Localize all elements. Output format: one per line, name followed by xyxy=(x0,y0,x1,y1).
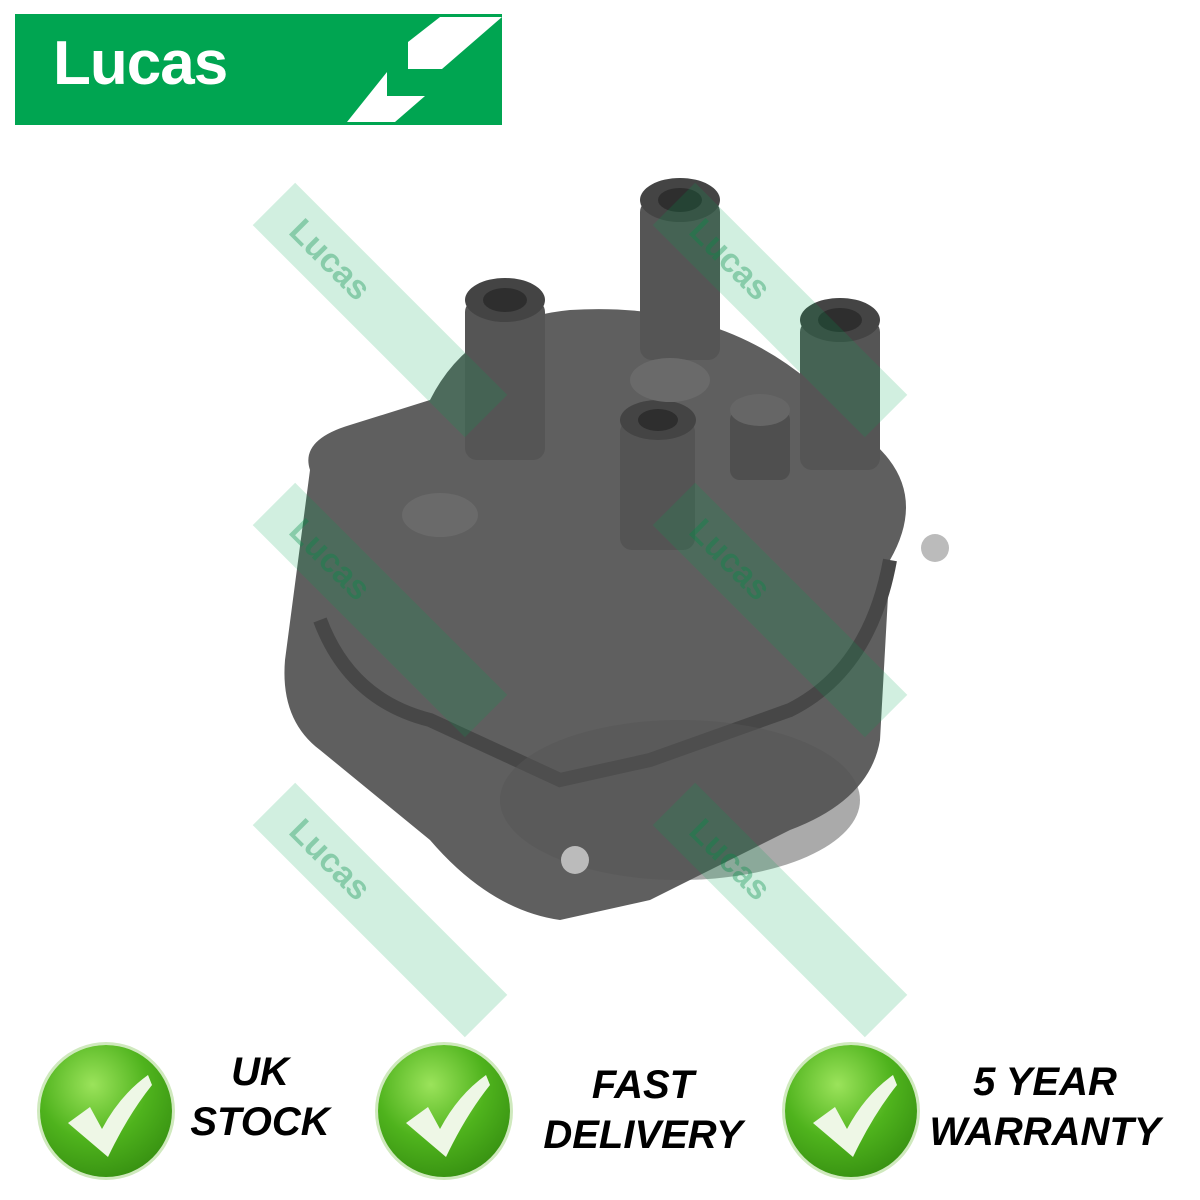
check-circle-icon xyxy=(785,1045,917,1177)
check-circle-icon xyxy=(378,1045,510,1177)
badge-line2: DELIVERY xyxy=(543,1113,743,1157)
badge-line1: 5 YEAR xyxy=(973,1060,1117,1104)
distributor-cap-image: Lucas Lucas Lucas Lucas Lucas Lucas xyxy=(230,140,950,1038)
lucas-logo-mark-icon xyxy=(347,17,502,122)
badge-line2: STOCK xyxy=(190,1100,330,1144)
badge-line1: FAST xyxy=(591,1063,695,1107)
logo-text: Lucas xyxy=(53,29,228,98)
check-circle-icon xyxy=(40,1045,172,1177)
badge-line2: WARRANTY xyxy=(929,1110,1161,1154)
lucas-logo: Lucas xyxy=(15,14,502,125)
badge-line1: UK xyxy=(231,1050,289,1094)
